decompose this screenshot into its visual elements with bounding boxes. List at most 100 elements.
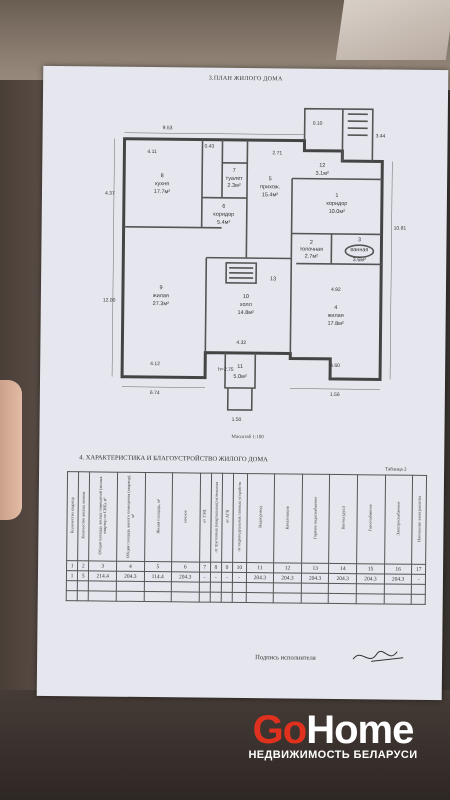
dimension-label: 4.12	[150, 361, 160, 367]
table-header-row: Количество квартир Количество жилых комн…	[66, 471, 427, 565]
room-name: прихож.	[260, 184, 281, 190]
dimension-label: 1.50	[232, 417, 242, 423]
room-number: 1	[335, 193, 338, 199]
column-number: 11	[246, 562, 274, 573]
column-number: 2	[77, 560, 89, 571]
dimension-label: 4.37	[105, 191, 115, 197]
dimension-label: 4.32	[236, 340, 246, 346]
dimension-label: 12.00	[103, 298, 116, 304]
table-header-cell: от АГВ	[221, 473, 234, 563]
table-header-cell: печное	[171, 472, 201, 563]
table-cell: 204.3	[356, 573, 385, 584]
table-header-cell: от индивидуальных газовых устройств	[232, 473, 248, 563]
table-header-cell: Горячее водоснабжение	[301, 474, 331, 564]
dimension-label: 0.10	[313, 121, 323, 127]
table-header-cell: Ванны (душ)	[329, 474, 358, 564]
table-cell: -	[221, 572, 233, 583]
table-header-cell: Газоснабжение	[356, 474, 386, 564]
table-header-cell: от ТЭЦ	[199, 473, 212, 563]
column-number: 3	[88, 560, 117, 572]
table-cell: 204.3	[116, 571, 145, 582]
dimension-label: 9.53	[163, 125, 173, 131]
column-number: 14	[328, 563, 357, 574]
column-number: 8	[210, 562, 222, 573]
wall	[292, 177, 383, 181]
room-area: 14.8м²	[238, 310, 255, 316]
column-number: 15	[356, 563, 385, 574]
logo-tagline: НЕДВИЖИМОСТЬ БЕЛАРУСИ	[248, 749, 418, 761]
table-cell: 204.3	[328, 573, 357, 584]
table-header-cell: Электроснабжение	[384, 475, 413, 565]
room-name: жилая	[328, 313, 344, 319]
table-cell: 1	[66, 570, 78, 581]
plan-scale: Масштаб 1:100	[231, 434, 264, 441]
dimension-line	[124, 132, 305, 135]
column-number: 10	[232, 562, 247, 573]
finger	[0, 380, 22, 520]
dimension-label: 4.92	[331, 287, 341, 293]
room-number: 9	[159, 285, 162, 291]
dimension-label: 4.60	[330, 363, 340, 369]
room-area: 5.0м²	[233, 374, 246, 380]
table-header-cell: Напольные электроплиты	[412, 475, 427, 565]
room-number: 2	[310, 240, 313, 246]
room-name: жилая	[153, 293, 169, 299]
room-number: 8	[161, 173, 164, 179]
stair-steps	[229, 267, 254, 279]
wall	[200, 139, 204, 228]
room-name: топочная	[300, 247, 323, 253]
table-header-cell: Общая площадь жилого помещения (квартир)…	[116, 472, 146, 562]
wall	[204, 257, 208, 353]
room-number: 13	[270, 276, 276, 282]
room-area: 3.1м²	[316, 171, 329, 177]
table-cell: 5	[77, 570, 89, 581]
table-cell: 114.4	[144, 571, 172, 582]
terrace	[303, 107, 374, 162]
column-number: 1	[66, 560, 78, 571]
signature-label: Подпись исполнителя	[255, 654, 316, 662]
room-area: 17.7м²	[154, 189, 171, 195]
room-number: 12	[319, 163, 325, 169]
room-name: коридор	[326, 201, 347, 207]
room-name: ванная	[350, 247, 368, 253]
table-cell: 204.3	[171, 571, 200, 583]
table-cell: 214.4	[88, 570, 117, 582]
dimension-label: 10.81	[394, 226, 407, 232]
column-number: 7	[199, 562, 211, 573]
gohome-logo: GoHome НЕДВИЖИМОСТЬ БЕЛАРУСИ	[218, 708, 448, 761]
room-name: туалет	[226, 176, 243, 182]
column-number: 4	[116, 561, 145, 572]
logo-home: Home	[306, 708, 414, 752]
room-name: кухня	[155, 181, 169, 187]
table-header-cell: Жилая площадь, м²	[144, 472, 173, 562]
table-header-cell: Количество жилых комнат	[77, 471, 90, 561]
background-paper	[335, 0, 450, 60]
column-number: 16	[384, 563, 413, 575]
room-area: 27.3м²	[153, 301, 170, 307]
room-area: 5.4м²	[217, 220, 230, 226]
floor-plan: 9.53 4.11 0.43 2.71 0.10 3.44 4.37 12.00…	[103, 107, 407, 423]
dimension-line	[389, 161, 393, 380]
porch-steps	[226, 387, 253, 411]
document-page: 3.ПЛАН ЖИЛОГО ДОМА	[36, 65, 449, 701]
terrace-steps	[347, 113, 368, 137]
dimension-label: h=2.75	[218, 367, 234, 373]
wall	[291, 232, 382, 236]
column-number: 9	[221, 562, 233, 573]
dimension-line	[111, 138, 115, 377]
table-cell: 204.3	[384, 573, 412, 585]
dimension-label: 3.44	[376, 133, 386, 139]
room-number: 11	[237, 364, 243, 370]
room-area: 3.6м²	[353, 257, 366, 263]
room-area: 10.0м²	[329, 209, 346, 215]
porch	[224, 352, 257, 389]
dimension-line	[289, 388, 380, 390]
room-area: 2.7м²	[305, 254, 318, 260]
wall	[123, 225, 222, 229]
dimension-line	[121, 386, 205, 388]
table-number: Таблица 2	[385, 467, 407, 473]
staircase	[225, 262, 258, 284]
column-number: 5	[144, 561, 172, 572]
dimension-label: 1.56	[330, 392, 340, 398]
room-name: коридор	[213, 212, 234, 218]
